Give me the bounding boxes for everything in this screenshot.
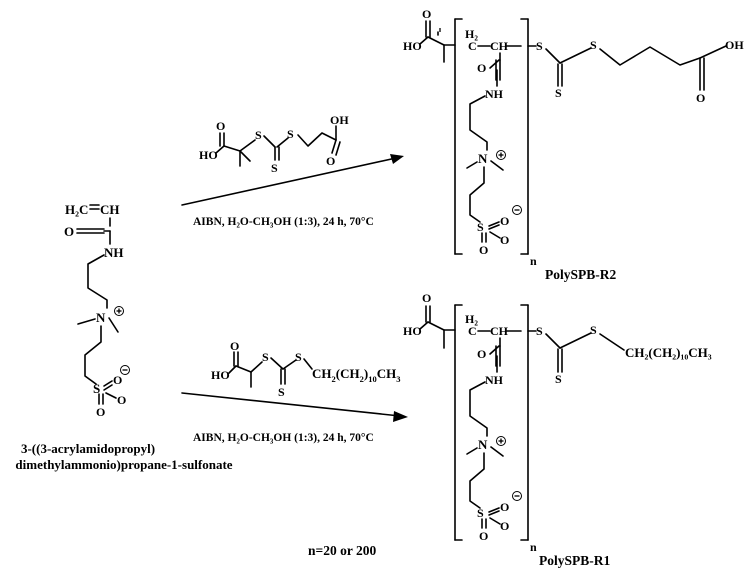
poly-bottom-nh: NH	[485, 373, 504, 387]
monomer-nh: NH	[104, 245, 124, 260]
bottom-cta-s2: S	[278, 385, 285, 399]
poly-bottom-n: N	[478, 437, 488, 452]
bottom-conditions: AIBN, H₂O-CH₃OH (1:3), 24 h, 70°C	[193, 432, 374, 444]
poly-top-o1: O	[422, 7, 431, 21]
bottom-cta-o: O	[230, 339, 239, 353]
monomer-carbonyl-o: O	[64, 224, 74, 239]
top-cta-ho: HO	[199, 148, 218, 162]
poly-top-sulfonate-o3: O	[500, 233, 509, 247]
top-reaction-arrow	[181, 154, 404, 206]
bottom-cta-s1: S	[262, 350, 269, 364]
poly-top-ho: HO	[403, 39, 422, 53]
top-cta-o2: O	[326, 154, 335, 168]
bottom-cta-s3: S	[295, 350, 302, 364]
poly-top-nh: NH	[485, 87, 504, 101]
polymer-r1-structure: HO O H₂ C CH O NH N S O O	[403, 291, 712, 568]
poly-top-sulfonate-s: S	[477, 220, 484, 234]
poly-bottom-s2: S	[555, 372, 562, 386]
polymer-r1-name: PolySPB-R1	[539, 553, 611, 568]
poly-top-s2: S	[555, 86, 562, 100]
top-cta-s2: S	[271, 161, 278, 175]
bottom-cta-structure: HO O S S S CH2(CH2)10CH3	[211, 339, 400, 399]
monomer-ch-label: CH	[100, 202, 120, 217]
poly-top-sulfonate-o1: O	[500, 214, 509, 228]
polymer-r2-name: PolySPB-R2	[545, 267, 617, 282]
top-cta-s1: S	[255, 128, 262, 142]
top-cta-oh: OH	[330, 113, 349, 127]
monomer-sulfonate-o1: O	[113, 373, 122, 387]
poly-top-o2: O	[477, 61, 486, 75]
poly-top-ch: CH	[490, 39, 509, 53]
monomer-vinyl-label: H₂C	[65, 202, 88, 217]
poly-top-s1: S	[536, 39, 543, 53]
poly-bottom-h2: H₂	[465, 312, 478, 326]
monomer-structure: H₂C CH O NH N S O O O 3-((3-acrylamidopr…	[15, 202, 232, 472]
poly-bottom-sulfonate-o3: O	[500, 519, 509, 533]
top-cta-structure: HO O S S S O OH	[199, 113, 349, 175]
poly-bottom-s3: S	[590, 323, 597, 337]
poly-bottom-o2: O	[477, 347, 486, 361]
monomer-sulfonate-o3: O	[117, 393, 126, 407]
monomer-sulfonate-s: S	[93, 381, 100, 396]
poly-bottom-ho: HO	[403, 324, 422, 338]
bottom-reaction-arrow	[181, 392, 408, 422]
top-cta-s3: S	[287, 127, 294, 141]
monomer-name-line2: dimethylammonio)propane-1-sulfonate	[15, 457, 232, 472]
poly-top-h2: H₂	[465, 27, 478, 41]
poly-bottom-end-group: CH₂(CH₂)₁₀CH₃	[625, 345, 712, 360]
poly-top-oh: OH	[725, 38, 744, 52]
poly-top-sulfonate-o2: O	[479, 243, 488, 257]
poly-bottom-o1: O	[422, 291, 431, 305]
poly-top-o3: O	[696, 91, 705, 105]
poly-top-n: N	[478, 151, 488, 166]
poly-top-s3: S	[590, 38, 597, 52]
n-value-note: n=20 or 200	[308, 543, 376, 558]
poly-bottom-s1: S	[536, 324, 543, 338]
polymer-r2-structure: HO O H₂ C CH O NH N S O	[403, 7, 744, 282]
poly-bottom-ch: CH	[490, 324, 509, 338]
monomer-name-line1: 3-((3-acrylamidopropyl)	[21, 441, 155, 456]
monomer-ammonium-n: N	[96, 310, 106, 325]
poly-bottom-subscript-n: n	[530, 540, 537, 554]
poly-bottom-sulfonate-o1: O	[500, 500, 509, 514]
poly-bottom-c: C	[468, 324, 477, 338]
top-conditions: AIBN, H₂O-CH₃OH (1:3), 24 h, 70°C	[193, 216, 374, 228]
bottom-cta-chain: CH2(CH2)10CH3	[312, 366, 400, 384]
top-cta-o1: O	[216, 119, 225, 133]
bottom-cta-ho: HO	[211, 368, 230, 382]
poly-top-subscript-n: n	[530, 254, 537, 268]
monomer-sulfonate-o2: O	[96, 405, 105, 419]
poly-bottom-sulfonate-s: S	[477, 506, 484, 520]
poly-top-c: C	[468, 39, 477, 53]
poly-bottom-sulfonate-o2: O	[479, 529, 488, 543]
